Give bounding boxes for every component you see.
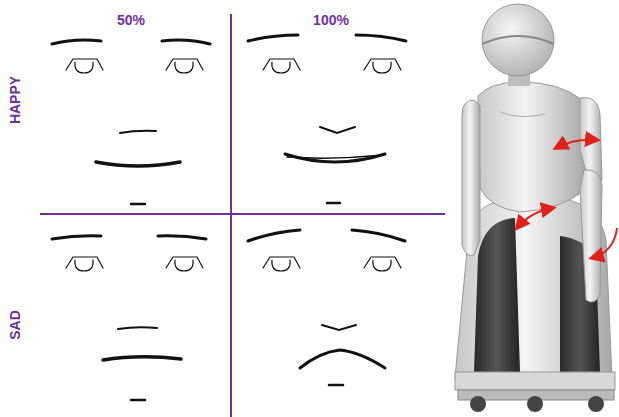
column-label: 50% [117, 13, 145, 27]
row-label: HAPPY [8, 76, 22, 124]
column-label: 100% [313, 13, 349, 27]
row-label: SAD [8, 310, 22, 340]
robot-illustration [455, 4, 617, 412]
